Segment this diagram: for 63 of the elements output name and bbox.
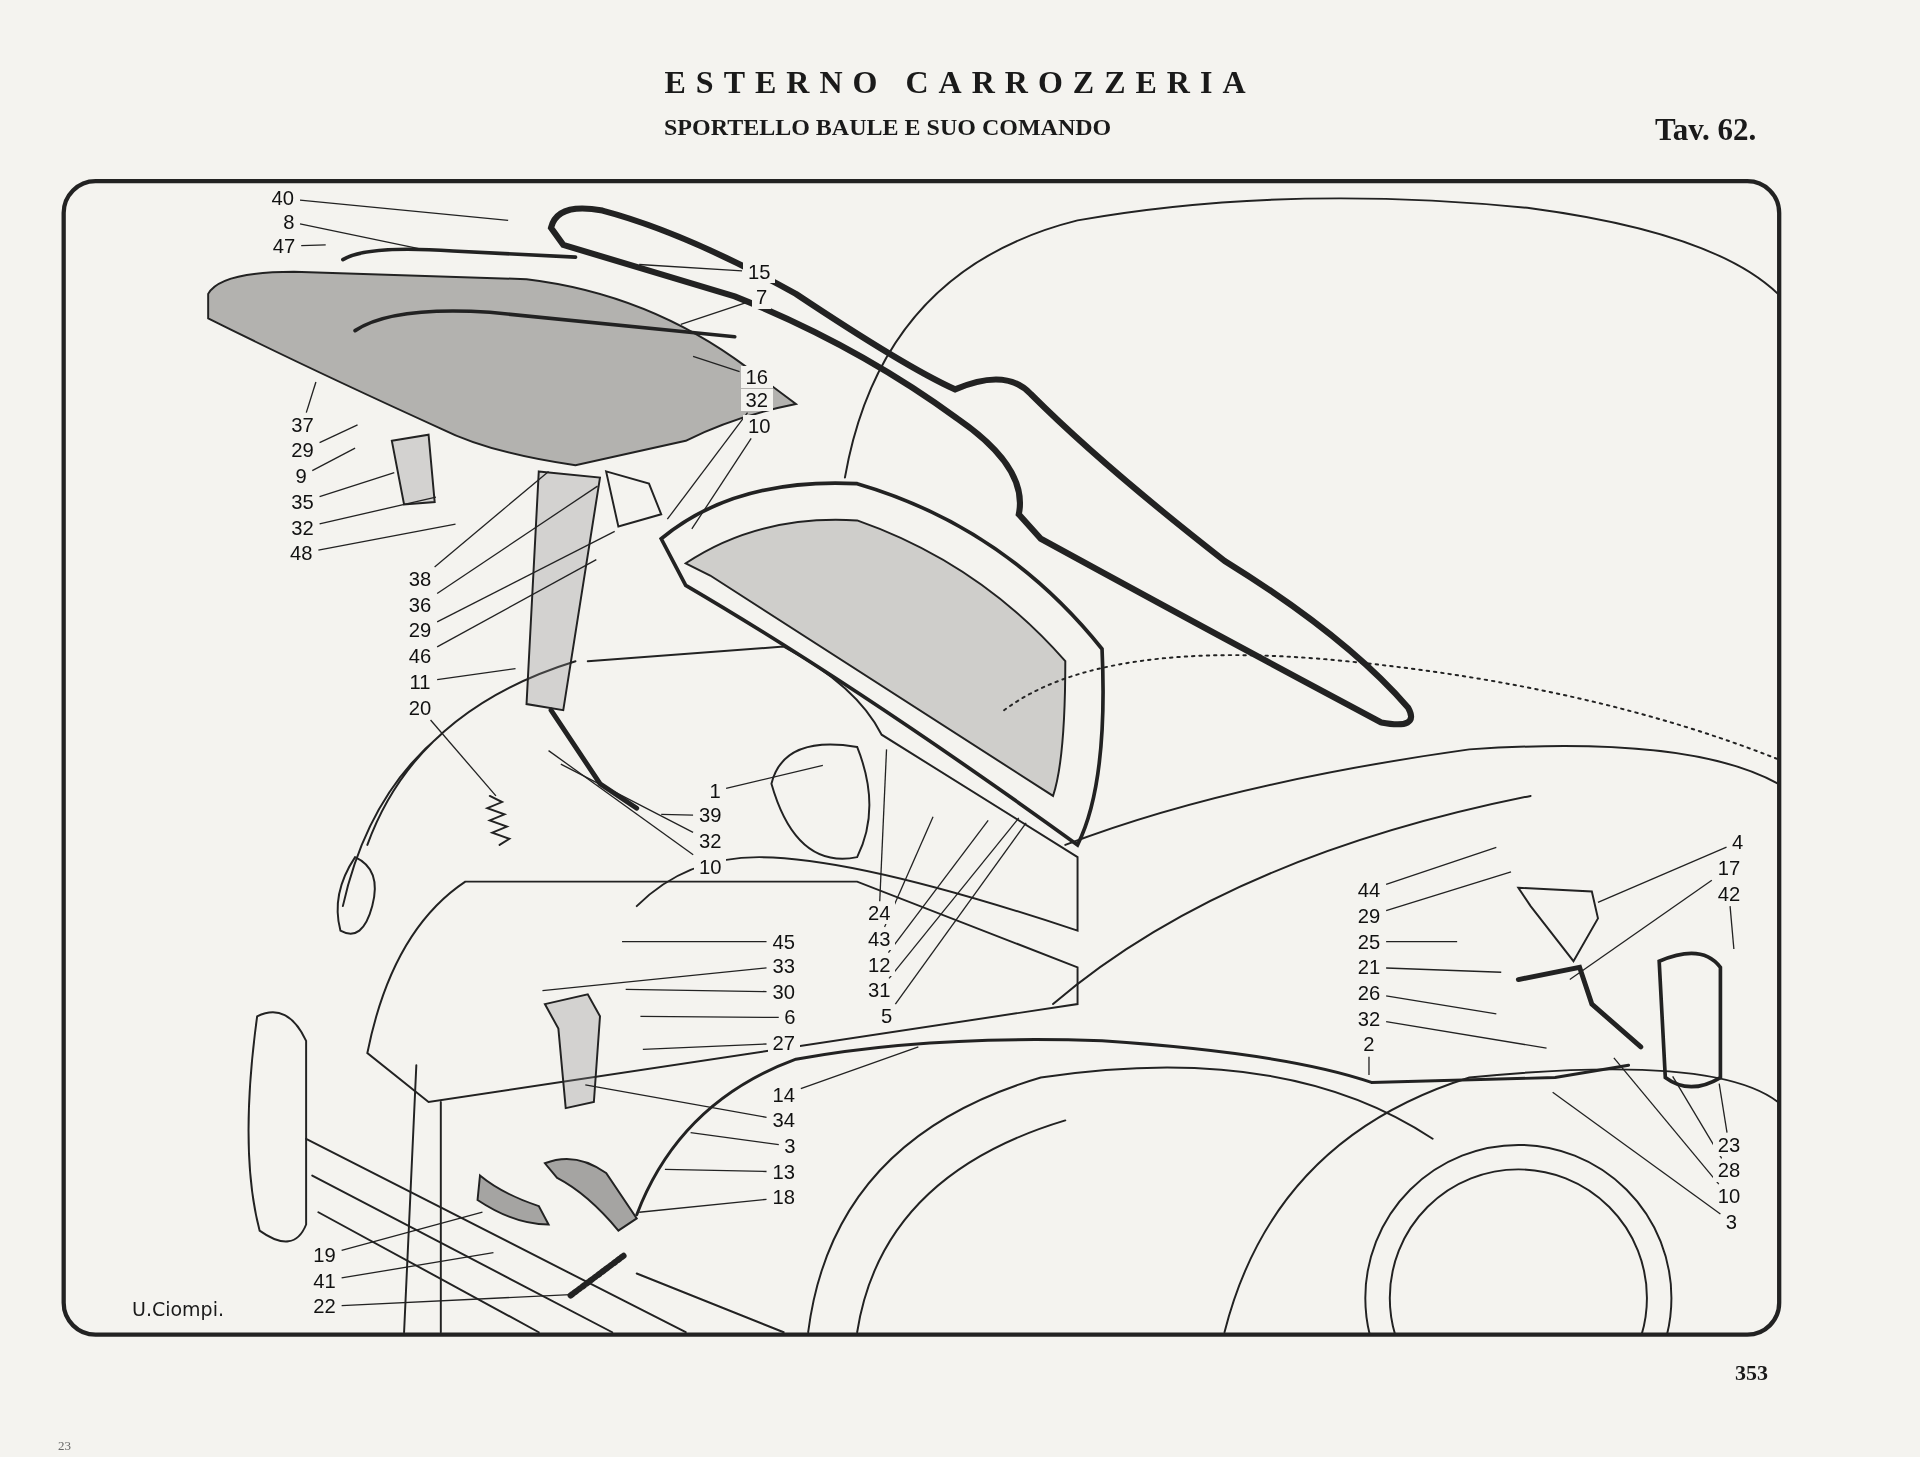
leader-line [692, 355, 741, 373]
leader-line [691, 437, 752, 530]
leader-line [625, 988, 768, 993]
leader-line [1613, 1057, 1720, 1185]
leader-line [341, 1252, 495, 1279]
leader-line [888, 817, 1020, 979]
leader-line [436, 558, 597, 648]
callout-number: 16 [740, 366, 773, 389]
leader-line [1569, 879, 1713, 981]
callout-number: 32 [740, 389, 773, 412]
leader-line [1385, 871, 1512, 912]
title: ESTERNO CARROZZERIA [664, 64, 1256, 100]
leader-line [318, 424, 359, 444]
leader-line [584, 1084, 768, 1118]
artist-signature: U.Ciompi. [132, 1298, 224, 1320]
leader-line [436, 530, 616, 623]
leader-line [305, 381, 317, 414]
leader-line [299, 199, 509, 222]
leader-line [1672, 1075, 1723, 1159]
page-number: 23 [58, 1438, 71, 1454]
page-number: 353 [1735, 1360, 1768, 1386]
leader-line [299, 223, 420, 250]
callout-number: 15 [743, 260, 776, 283]
leader-line [894, 822, 1027, 1005]
leader-line [1385, 846, 1497, 886]
leader-line [664, 1168, 768, 1173]
leader-line [800, 1046, 919, 1090]
leader-line [341, 1293, 577, 1307]
leader-line [318, 472, 395, 498]
leader-line [311, 447, 356, 472]
leader-line [725, 764, 824, 790]
leader-line [642, 1043, 768, 1051]
leader-line [1368, 1056, 1370, 1076]
leader-line [429, 719, 497, 797]
leader-line [639, 1015, 780, 1019]
leader-line [436, 485, 599, 595]
subtitle: SPORTELLO BAULE E SUO COMANDO [664, 114, 1112, 141]
leader-line [660, 813, 694, 816]
leader-line [317, 523, 457, 551]
leader-line [436, 667, 517, 681]
leader-line [689, 1132, 780, 1146]
leader-line [1729, 905, 1735, 950]
leader-line [1385, 941, 1458, 943]
leader-line [1552, 1091, 1722, 1215]
leader-line [300, 244, 327, 247]
leader-line [1385, 995, 1497, 1015]
leader-line [560, 763, 694, 833]
leader-line [1385, 1020, 1548, 1049]
leader-line [666, 412, 749, 520]
leader-line [879, 748, 888, 902]
leader-line [341, 1211, 484, 1252]
leader-line [887, 819, 989, 954]
leader-line [318, 496, 437, 525]
leader-line [638, 1198, 768, 1213]
plate-number: Tav. 62. [1655, 112, 1757, 148]
leader-line [1597, 846, 1728, 904]
leader-line [1718, 1083, 1728, 1134]
leader-line [547, 749, 694, 856]
leader-line [1385, 967, 1502, 973]
leader-line [621, 941, 768, 943]
leader-line [541, 967, 768, 992]
leader-line [433, 470, 550, 568]
leader-line [638, 263, 743, 272]
